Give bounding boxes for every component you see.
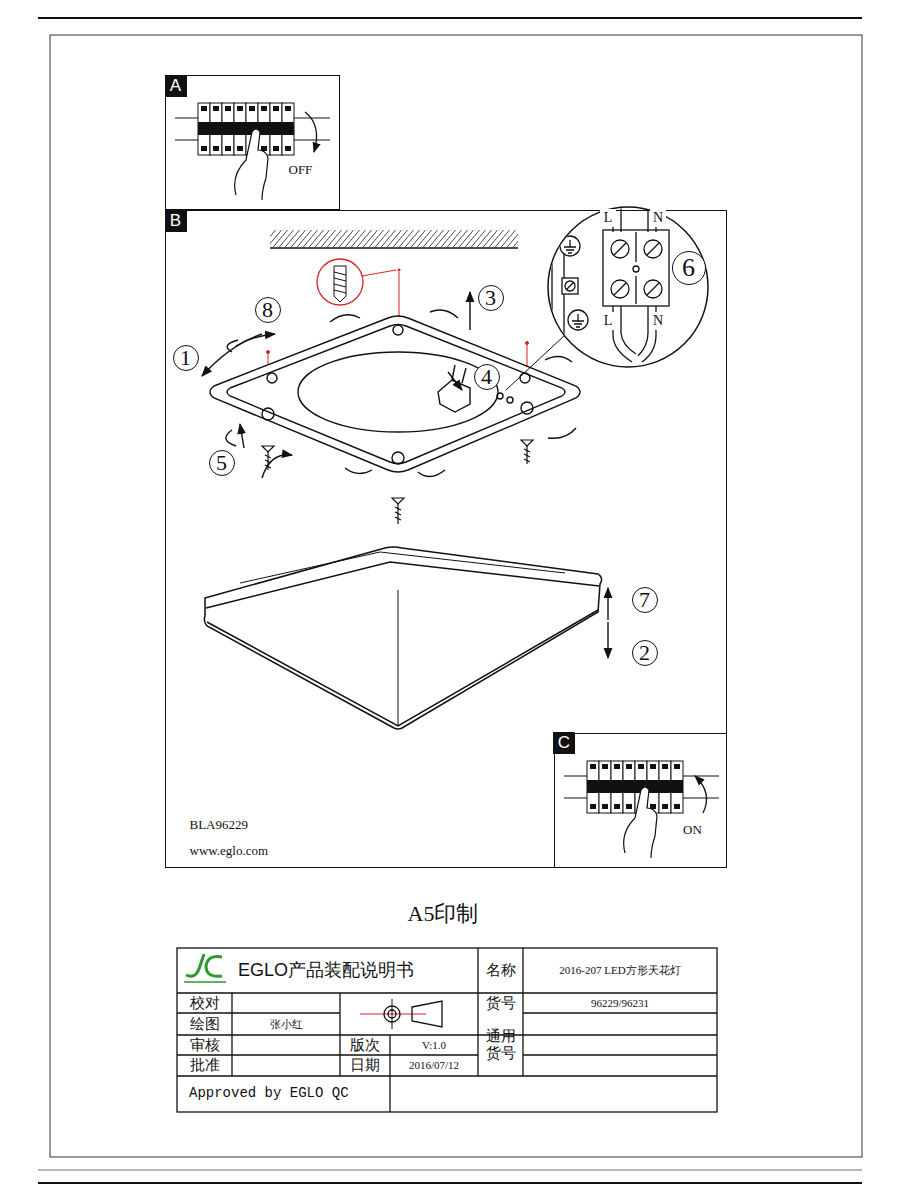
step-letter: A <box>165 75 187 97</box>
step-letter: C <box>553 732 575 754</box>
wiring-detail <box>506 205 708 390</box>
wall-plug <box>317 259 401 305</box>
table-cell: 版次 <box>340 1035 390 1055</box>
callout-number: 5 <box>216 452 227 474</box>
screws <box>262 440 533 524</box>
step-panel: B BLA96229 www.eglo.com 1 8 3 4 5 6 7 2C ON <box>165 210 727 868</box>
table-cell: 张小红 <box>232 1013 340 1035</box>
callout-circle: 1 <box>173 345 199 371</box>
note-text: BLA96229 <box>190 816 330 834</box>
table-cell: 2016-207 LED方形天花灯 <box>523 948 717 993</box>
step-panel: A OFF <box>165 75 340 210</box>
title-block <box>177 948 717 1112</box>
table-cell: 货号 <box>478 993 523 1013</box>
wire-label: N <box>650 209 666 227</box>
callout-circle: 7 <box>632 587 658 613</box>
table-cell: 96229/96231 <box>523 993 717 1013</box>
page-frame <box>38 18 862 1183</box>
callout-number: 3 <box>485 287 496 309</box>
table-cell: Approved by EGLO QC <box>177 1076 390 1112</box>
table-cell: EGLO产品装配说明书 <box>232 950 478 992</box>
breaker-on <box>564 761 719 858</box>
table-cell: 名称 <box>478 948 523 993</box>
callout-number: 7 <box>639 589 650 611</box>
table-cell: 审核 <box>177 1035 232 1055</box>
breaker-off <box>175 103 330 200</box>
mounting-plate <box>210 310 580 477</box>
table-cell: V:1.0 <box>390 1035 478 1055</box>
step-panel: C ON <box>554 733 727 868</box>
callout-circle: 8 <box>255 297 281 323</box>
wire-label: N <box>650 312 666 330</box>
callout-number: 2 <box>639 642 650 664</box>
print-note: A5印制 <box>330 896 556 932</box>
table-cell: 批准 <box>177 1055 232 1076</box>
lamp-shade <box>204 547 601 729</box>
callout-number: 8 <box>262 299 273 321</box>
table-cell: 通用 货号 <box>478 1013 523 1076</box>
wire-label: L <box>600 312 616 330</box>
table-cell: 绘图 <box>177 1013 232 1035</box>
callout-circle: 5 <box>209 450 235 476</box>
callout-number: 6 <box>682 255 695 281</box>
note-text: OFF <box>289 161 333 179</box>
logo <box>184 954 226 982</box>
note-text: www.eglo.com <box>190 842 330 860</box>
callout-circle: 6 <box>672 251 706 285</box>
callout-number: 1 <box>180 347 191 369</box>
table-cell: 日期 <box>340 1055 390 1076</box>
callout-circle: 4 <box>474 364 500 390</box>
ceiling <box>270 230 518 248</box>
callout-number: 4 <box>481 366 492 388</box>
callout-circle: 3 <box>478 285 504 311</box>
note-text: ON <box>683 821 723 839</box>
table-cell: 校对 <box>177 993 232 1013</box>
callout-circle: 2 <box>632 640 658 666</box>
table-cell: 2016/07/12 <box>390 1055 478 1076</box>
step-letter: B <box>165 210 187 232</box>
wire-label: L <box>600 209 616 227</box>
